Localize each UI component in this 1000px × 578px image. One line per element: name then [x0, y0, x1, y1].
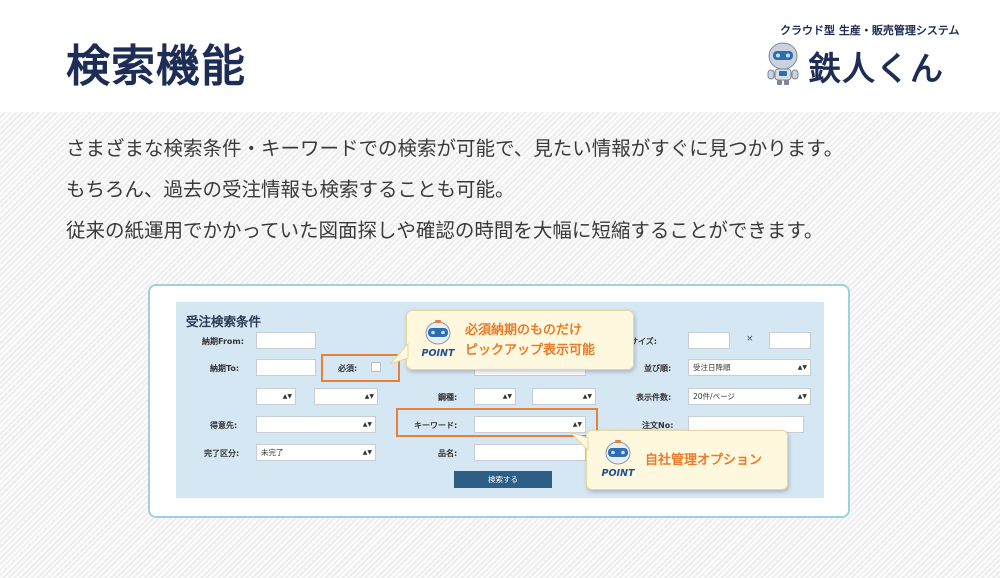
point-badge: POINT: [417, 319, 459, 363]
size-width-input[interactable]: [688, 332, 730, 349]
robot-mascot-icon: [767, 42, 799, 85]
delivery-to-input[interactable]: [256, 359, 316, 376]
sort-order-value: 受注日降順: [693, 363, 731, 372]
delivery-to-label: 納期To:: [210, 364, 240, 373]
delivery-from-input[interactable]: [256, 332, 316, 349]
delivery-from-label: 納期From:: [202, 337, 244, 346]
completion-label: 完了区分:: [204, 449, 240, 458]
steel-type-label: 鋼種:: [438, 393, 458, 402]
point-badge: POINT: [597, 439, 639, 483]
chevron-down-icon: ▲▼: [582, 393, 592, 400]
point-icon: [605, 440, 631, 465]
intro-line-1: さまざまな検索条件・キーワードでの検索が可能で、見たい情報がすぐに見つかります。: [66, 137, 844, 160]
callout-required-date: POINT 必須納期のものだけ ピックアップ表示可能: [406, 310, 634, 370]
chevron-down-icon: ▲▼: [364, 393, 374, 400]
callout-keyword-option: POINT 自社管理オプション: [586, 430, 788, 490]
intro-text: さまざまな検索条件・キーワードでの検索が可能で、見たい情報がすぐに見つかります。…: [66, 132, 994, 255]
page-title: 検索機能: [66, 41, 246, 92]
callout-required-date-line1: 必須納期のものだけ: [465, 323, 583, 338]
required-date-checkbox[interactable]: [371, 362, 381, 372]
size-height-input[interactable]: [769, 332, 811, 349]
order-no-label: 注文No:: [642, 421, 674, 430]
sort-order-select[interactable]: 受注日降順 ▲▼: [688, 359, 811, 376]
intro-line-2: もちろん、過去の受注情報も検索することも可能。: [66, 178, 515, 201]
customer-select[interactable]: ▲▼: [256, 416, 376, 433]
steel-subtype-select[interactable]: ▲▼: [532, 388, 596, 405]
point-label: POINT: [601, 468, 635, 479]
date-range-select-2[interactable]: ▲▼: [314, 388, 378, 405]
point-label: POINT: [421, 348, 455, 359]
chevron-down-icon: ▲▼: [502, 393, 512, 400]
chevron-down-icon: ▲▼: [282, 393, 292, 400]
panel-title: 受注検索条件: [186, 314, 262, 329]
brand-logo: クラウド型 生産・販売管理システム 鉄人くん: [758, 22, 984, 88]
brand-name: 鉄人くん: [808, 49, 944, 88]
required-label: 必須:: [338, 364, 358, 373]
product-name-input[interactable]: [474, 444, 586, 461]
point-icon: [425, 320, 451, 345]
header-band: [0, 0, 1000, 112]
keyword-label: キーワード:: [414, 421, 458, 430]
display-count-value: 20件/ページ: [693, 392, 735, 401]
chevron-down-icon: ▲▼: [362, 421, 372, 428]
keyword-select[interactable]: ▲▼: [474, 416, 586, 433]
size-separator: ×: [746, 334, 754, 344]
completion-value: 未完了: [261, 448, 284, 457]
sort-order-label: 並び順:: [644, 364, 672, 373]
callout-required-date-line2: ピックアップ表示可能: [465, 343, 596, 358]
product-name-label: 品名:: [438, 449, 458, 458]
required-date-highlight: [321, 354, 400, 382]
chevron-down-icon: ▲▼: [797, 364, 807, 371]
intro-line-3: 従来の紙運用でかかっていた図面探しや確認の時間を大幅に短縮することができます。: [66, 219, 824, 242]
date-range-select-1[interactable]: ▲▼: [256, 388, 296, 405]
chevron-down-icon: ▲▼: [797, 393, 807, 400]
steel-type-select[interactable]: ▲▼: [474, 388, 516, 405]
search-screenshot-frame: 受注検索条件 納期From: サイズ: × 納期To: 必須: ▲▼ 並び順: …: [148, 284, 850, 518]
search-button[interactable]: 検索する: [454, 471, 552, 488]
chevron-down-icon: ▲▼: [572, 421, 582, 428]
callout-tail-required: [388, 342, 409, 366]
display-count-label: 表示件数:: [636, 393, 672, 402]
display-count-select[interactable]: 20件/ページ ▲▼: [688, 388, 811, 405]
customer-label: 得意先:: [210, 421, 238, 430]
size-label: サイズ:: [630, 337, 657, 346]
brand-tagline: クラウド型 生産・販売管理システム: [780, 24, 960, 37]
callout-tail-keyword: [569, 431, 589, 452]
completion-select[interactable]: 未完了 ▲▼: [256, 444, 376, 461]
callout-keyword-option-text: 自社管理オプション: [645, 453, 763, 468]
chevron-down-icon: ▲▼: [362, 449, 372, 456]
keyword-highlight: [396, 408, 598, 437]
